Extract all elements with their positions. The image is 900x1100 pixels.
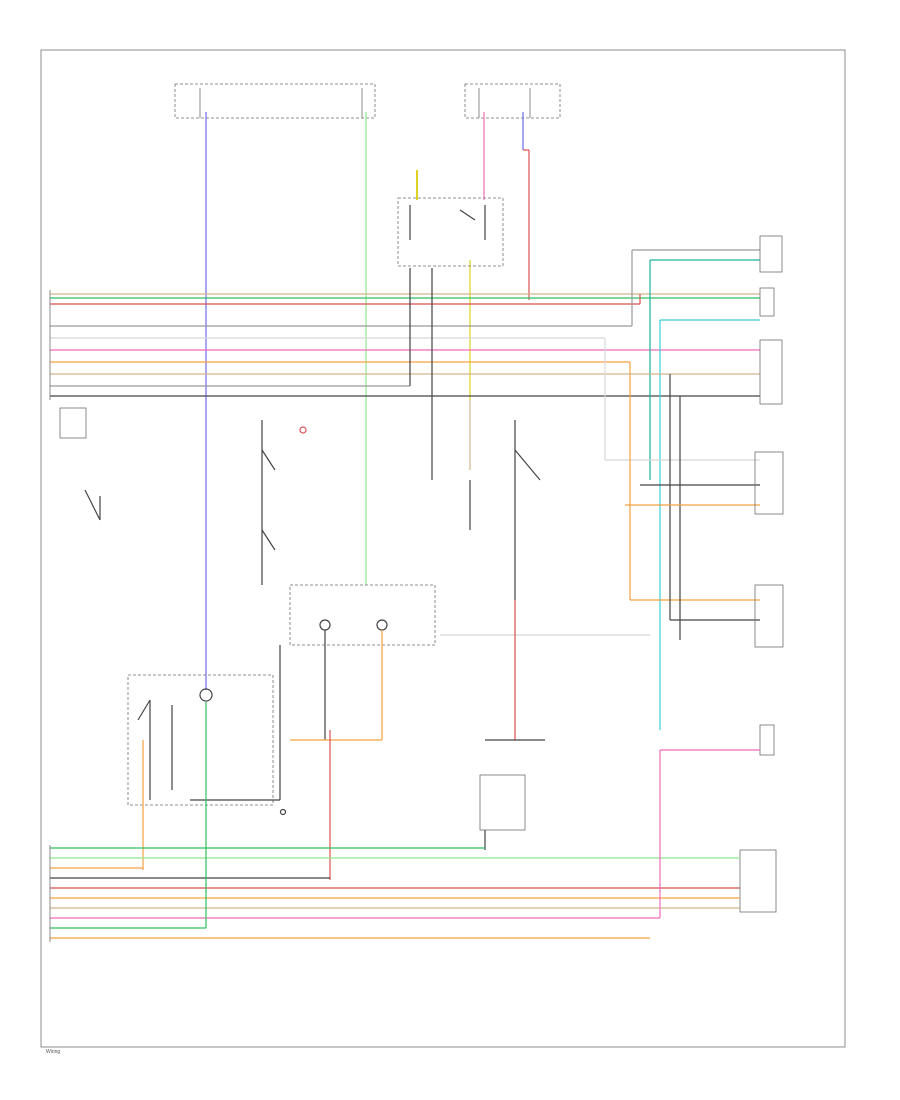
lower-left-module: [127, 674, 274, 806]
tcm-module: [739, 849, 777, 913]
left-fuse-box: [174, 83, 376, 119]
left-switch-box: [59, 407, 87, 439]
lower-center-component: [479, 774, 526, 831]
diagram-footer-code: Wiring: [46, 1049, 60, 1055]
connector-right-4: [754, 451, 784, 515]
relay-box: [397, 197, 504, 267]
center-module: [289, 584, 436, 646]
connector-right-2: [759, 287, 775, 317]
right-fuse-box: [464, 83, 561, 119]
connector-right-6: [759, 724, 775, 756]
connector-right-3: [759, 339, 783, 405]
diagram-frame: [40, 49, 846, 1048]
connector-right-5: [754, 584, 784, 648]
connector-right-1: [759, 235, 783, 273]
